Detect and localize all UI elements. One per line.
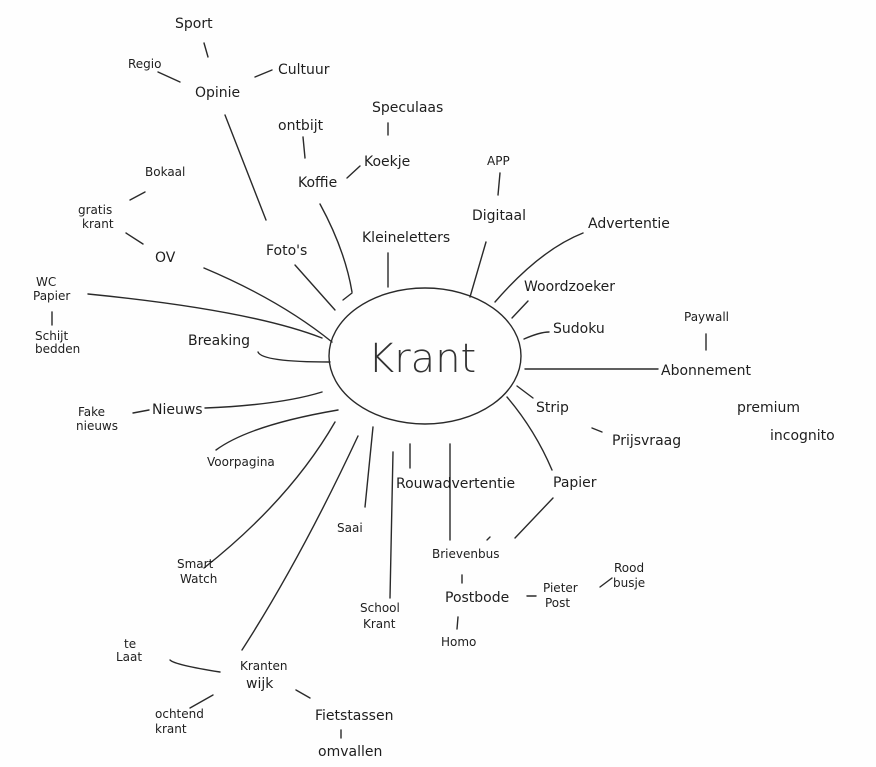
node-kleineletters: Kleineletters (362, 230, 450, 246)
node-ochtend-krant-2: krant (155, 722, 187, 736)
node-smart-watch-2: Watch (180, 572, 217, 586)
node-fake-nieuws-2: nieuws (76, 419, 118, 433)
node-premium: premium (737, 400, 800, 416)
node-sudoku: Sudoku (553, 321, 605, 337)
node-fake-nieuws-1: Fake (78, 405, 105, 419)
node-prijsvraag: Prijsvraag (612, 433, 681, 449)
node-papier: Papier (553, 475, 597, 491)
node-schijt-bedden-2: bedden (35, 342, 80, 356)
node-ov: OV (155, 250, 176, 266)
node-pieter-post-1: Pieter (543, 581, 578, 595)
node-paywall: Paywall (684, 310, 729, 324)
node-te-laat-1: te (124, 637, 136, 651)
node-smart-watch-1: Smart (177, 557, 214, 571)
node-koffie: Koffie (298, 175, 337, 191)
node-incognito: incognito (770, 428, 835, 444)
node-labels: Sport Regio Opinie Cultuur Speculaas ont… (33, 16, 835, 760)
node-wc-papier-1: WC (36, 275, 56, 289)
node-rouwadvertentie: Rouwadvertentie (396, 476, 515, 492)
node-opinie: Opinie (195, 85, 240, 101)
center-bubble (328, 287, 522, 425)
node-nieuws: Nieuws (152, 402, 203, 418)
node-digitaal: Digitaal (472, 208, 526, 224)
node-breaking: Breaking (188, 333, 250, 349)
node-kranten-wijk-2: wijk (246, 676, 274, 692)
node-fotos: Foto's (266, 243, 307, 259)
node-bokaal: Bokaal (145, 165, 185, 179)
node-voorpagina: Voorpagina (207, 455, 275, 469)
node-gratis-krant-2: krant (82, 217, 114, 231)
central-topic: Krant (368, 336, 476, 382)
node-koekje: Koekje (364, 154, 410, 170)
node-school-krant-1: School (360, 601, 400, 615)
node-kranten-wijk-1: Kranten (240, 659, 287, 673)
node-omvallen: omvallen (318, 744, 382, 760)
node-strip: Strip (536, 400, 569, 416)
node-app: APP (487, 154, 510, 168)
node-ontbijt: ontbijt (278, 118, 324, 134)
node-rood-busje-1: Rood (614, 561, 644, 575)
connector-lines (51, 42, 707, 739)
node-sport: Sport (175, 16, 213, 32)
node-gratis-krant-1: gratis (78, 203, 112, 217)
node-woordzoeker: Woordzoeker (524, 279, 615, 295)
node-speculaas: Speculaas (372, 100, 443, 116)
node-regio: Regio (128, 57, 161, 71)
node-fietstassen: Fietstassen (315, 708, 393, 724)
node-brievenbus: Brievenbus (432, 547, 499, 561)
node-saai: Saai (337, 521, 363, 535)
node-schijt-bedden-1: Schijt (35, 329, 68, 343)
node-postbode: Postbode (445, 590, 509, 606)
node-pieter-post-2: Post (545, 596, 570, 610)
node-abonnement: Abonnement (661, 363, 752, 379)
node-advertentie: Advertentie (588, 216, 670, 232)
node-wc-papier-2: Papier (33, 289, 70, 303)
node-school-krant-2: Krant (363, 617, 396, 631)
node-ochtend-krant-1: ochtend (155, 707, 204, 721)
node-cultuur: Cultuur (278, 62, 330, 78)
node-homo: Homo (441, 635, 476, 649)
node-te-laat-2: Laat (116, 650, 142, 664)
node-rood-busje-2: busje (613, 576, 645, 590)
